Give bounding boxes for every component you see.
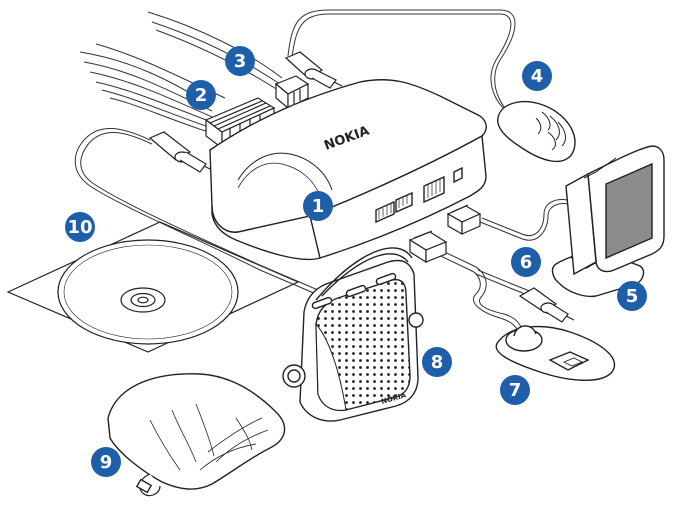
callout-label: 5 [626,286,639,307]
callout-label: 6 [520,252,533,273]
callout-8: 8 [422,347,452,377]
callout-9: 9 [91,447,121,477]
callout-1: 1 [303,191,333,221]
handsfree-unit-icon: NOKIA [209,79,487,261]
callout-label: 1 [312,196,325,217]
callout-label: 3 [234,51,247,72]
mute-cable-connector-icon [147,11,310,110]
callout-label: 9 [100,452,113,473]
callout-5: 5 [617,281,647,311]
callout-3: 3 [225,46,255,76]
speaker-icon: NOKIA [282,247,424,422]
remote-controller-icon [495,325,615,381]
callout-4: 4 [522,61,552,91]
audio-cable-icon [74,127,333,301]
remote-cable-icon [408,230,575,339]
display-cable-icon [446,199,575,241]
microphone-cable-icon [284,9,521,121]
callout-label: 7 [509,380,522,401]
callout-2: 2 [186,80,216,110]
callout-label: 10 [67,217,92,238]
display-unit-icon [551,145,665,298]
callout-6: 6 [511,247,541,277]
callout-label: 8 [431,352,444,373]
callout-7: 7 [500,375,530,405]
microphone-icon [497,100,576,163]
cd-rom-icon [6,221,300,353]
pouch-icon [107,373,286,497]
callout-10: 10 [65,212,95,242]
callout-label: 2 [195,85,208,106]
callout-label: 4 [531,66,544,87]
